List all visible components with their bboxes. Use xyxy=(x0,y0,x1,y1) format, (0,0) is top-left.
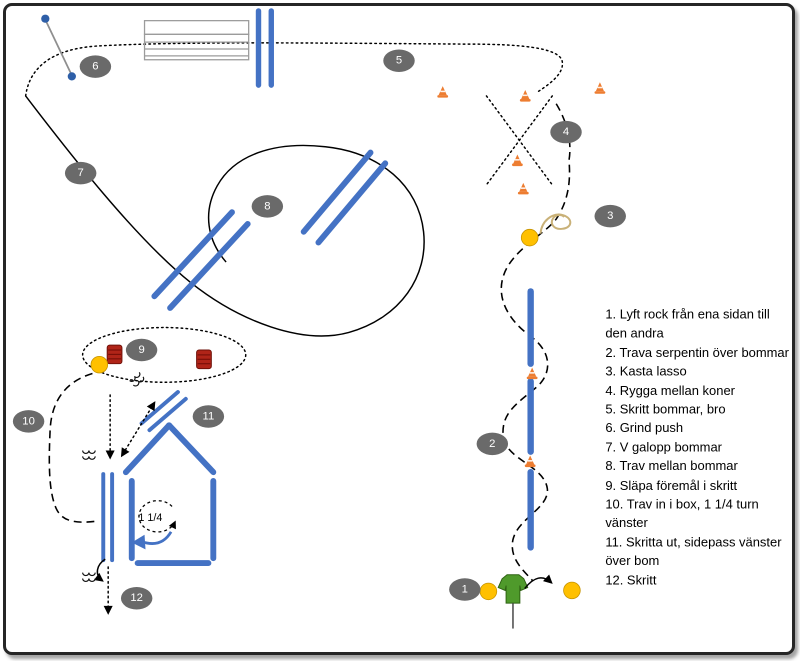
svg-text:7: 7 xyxy=(78,167,84,179)
legend-item: 3. Kasta lasso xyxy=(605,363,687,379)
svg-text:5: 5 xyxy=(396,55,402,67)
cone-icon xyxy=(524,455,536,468)
obstacle-gate xyxy=(41,14,76,81)
swap-arrow xyxy=(524,574,553,589)
legend-item: 7. V galopp bommar xyxy=(605,439,723,455)
legend-item: 6. Grind push xyxy=(605,420,684,436)
turn-circle-arrow xyxy=(138,500,176,533)
svg-text:8: 8 xyxy=(264,200,270,212)
course-diagram: 1 1/4 1 2 3 4 5 xyxy=(3,3,795,655)
course-marker-12: 12 xyxy=(120,587,153,610)
box-turn-group: 1 1/4 xyxy=(131,500,176,550)
course-marker-6: 6 xyxy=(79,55,112,78)
track-dotted-top xyxy=(24,42,564,97)
gate-knob-bottom xyxy=(67,72,76,81)
barrel-icon xyxy=(106,344,123,365)
obstacle-cone-x xyxy=(437,82,606,195)
course-marker-5: 5 xyxy=(383,49,415,72)
pole-hooks-icon xyxy=(82,572,96,583)
course-marker-3: 3 xyxy=(594,204,626,228)
legend-item: 5. Skritt bommar, bro xyxy=(605,401,726,417)
obstacle-drag xyxy=(81,326,247,383)
svg-text:12: 12 xyxy=(130,592,143,604)
svg-text:11: 11 xyxy=(203,410,215,422)
svg-text:1: 1 xyxy=(462,583,468,595)
svg-text:10: 10 xyxy=(22,415,35,427)
svg-text:4: 4 xyxy=(563,126,569,138)
obstacle-bridge xyxy=(143,20,250,61)
legend-item: 8. Trav mellan bommar xyxy=(605,458,738,474)
canter-loop-path xyxy=(25,95,425,337)
ball-icon xyxy=(520,228,539,247)
pole-hooks-icon xyxy=(82,449,96,460)
course-marker-8: 8 xyxy=(251,195,284,218)
coat-icon xyxy=(497,574,529,604)
barrel-icon xyxy=(196,349,212,370)
legend-area: 1. Lyft rock från ena sidan till den and… xyxy=(605,305,790,589)
svg-text:3: 3 xyxy=(607,210,613,222)
pole-group xyxy=(101,8,534,566)
course-marker-7: 7 xyxy=(64,161,97,185)
legend-item: 11. Skritta ut, sidepass vänster över bo… xyxy=(605,534,782,569)
course-marker-4: 4 xyxy=(550,120,582,144)
legend-item: 12. Skritt xyxy=(605,572,657,588)
turn-blue-arrowhead xyxy=(131,534,146,550)
legend-item: 2. Trava serpentin över bommar xyxy=(605,344,789,360)
svg-text:9: 9 xyxy=(138,344,144,356)
cone-icon xyxy=(517,182,529,195)
legend-item: 10. Trav in i box, 1 1/4 turn vänster xyxy=(605,496,759,531)
drag-track-ellipse xyxy=(81,326,247,383)
course-marker-11: 11 xyxy=(192,405,225,428)
riding-path-right xyxy=(500,103,571,582)
box-dotted-arrows xyxy=(82,371,156,615)
svg-text:6: 6 xyxy=(92,61,98,73)
turn-blue-arrow xyxy=(141,531,173,545)
gate-knob-top xyxy=(41,14,50,23)
course-marker-2: 2 xyxy=(476,432,509,456)
lasso-rope-icon xyxy=(539,213,572,234)
svg-text:2: 2 xyxy=(489,438,495,450)
marker-group: 1 2 3 4 5 6 7 8 xyxy=(12,49,626,610)
turn-label: 1 1/4 xyxy=(138,512,162,524)
legend-item: 1. Lyft rock från ena sidan till den and… xyxy=(605,307,770,341)
entrance-pole-2 xyxy=(147,396,188,433)
trot-pole-2 xyxy=(167,221,251,311)
legend-item: 9. Släpa föremål i skritt xyxy=(605,477,738,493)
trot-pole-3 xyxy=(300,149,374,235)
trot-pole-1 xyxy=(151,209,235,300)
obstacle-lasso xyxy=(520,213,572,247)
cone-icon xyxy=(511,154,523,167)
cone-icon xyxy=(437,86,449,98)
hook-arrow xyxy=(93,558,106,582)
legend: 1. Lyft rock från ena sidan till den and… xyxy=(605,305,790,589)
ball-icon xyxy=(479,582,498,601)
course-diagram-canvas: 1 1/4 1 2 3 4 5 xyxy=(12,8,790,629)
riding-path-left xyxy=(48,372,99,523)
cone-icon xyxy=(519,90,531,102)
cone-icon xyxy=(526,367,538,380)
entrance-pole-1 xyxy=(139,390,180,426)
course-marker-9: 9 xyxy=(125,338,158,362)
legend-item: 4. Rygga mellan koner xyxy=(605,382,735,398)
box-roof-right xyxy=(166,422,217,476)
cone-icon xyxy=(594,82,606,94)
sidepass-arrow xyxy=(120,401,156,458)
box-roof-left xyxy=(122,422,173,476)
ball-icon xyxy=(563,581,581,600)
trot-pole-4 xyxy=(315,160,389,246)
obstacle-coat-station xyxy=(479,574,581,629)
course-marker-1: 1 xyxy=(449,578,481,601)
course-marker-10: 10 xyxy=(12,410,45,433)
ball-icon xyxy=(90,355,109,374)
